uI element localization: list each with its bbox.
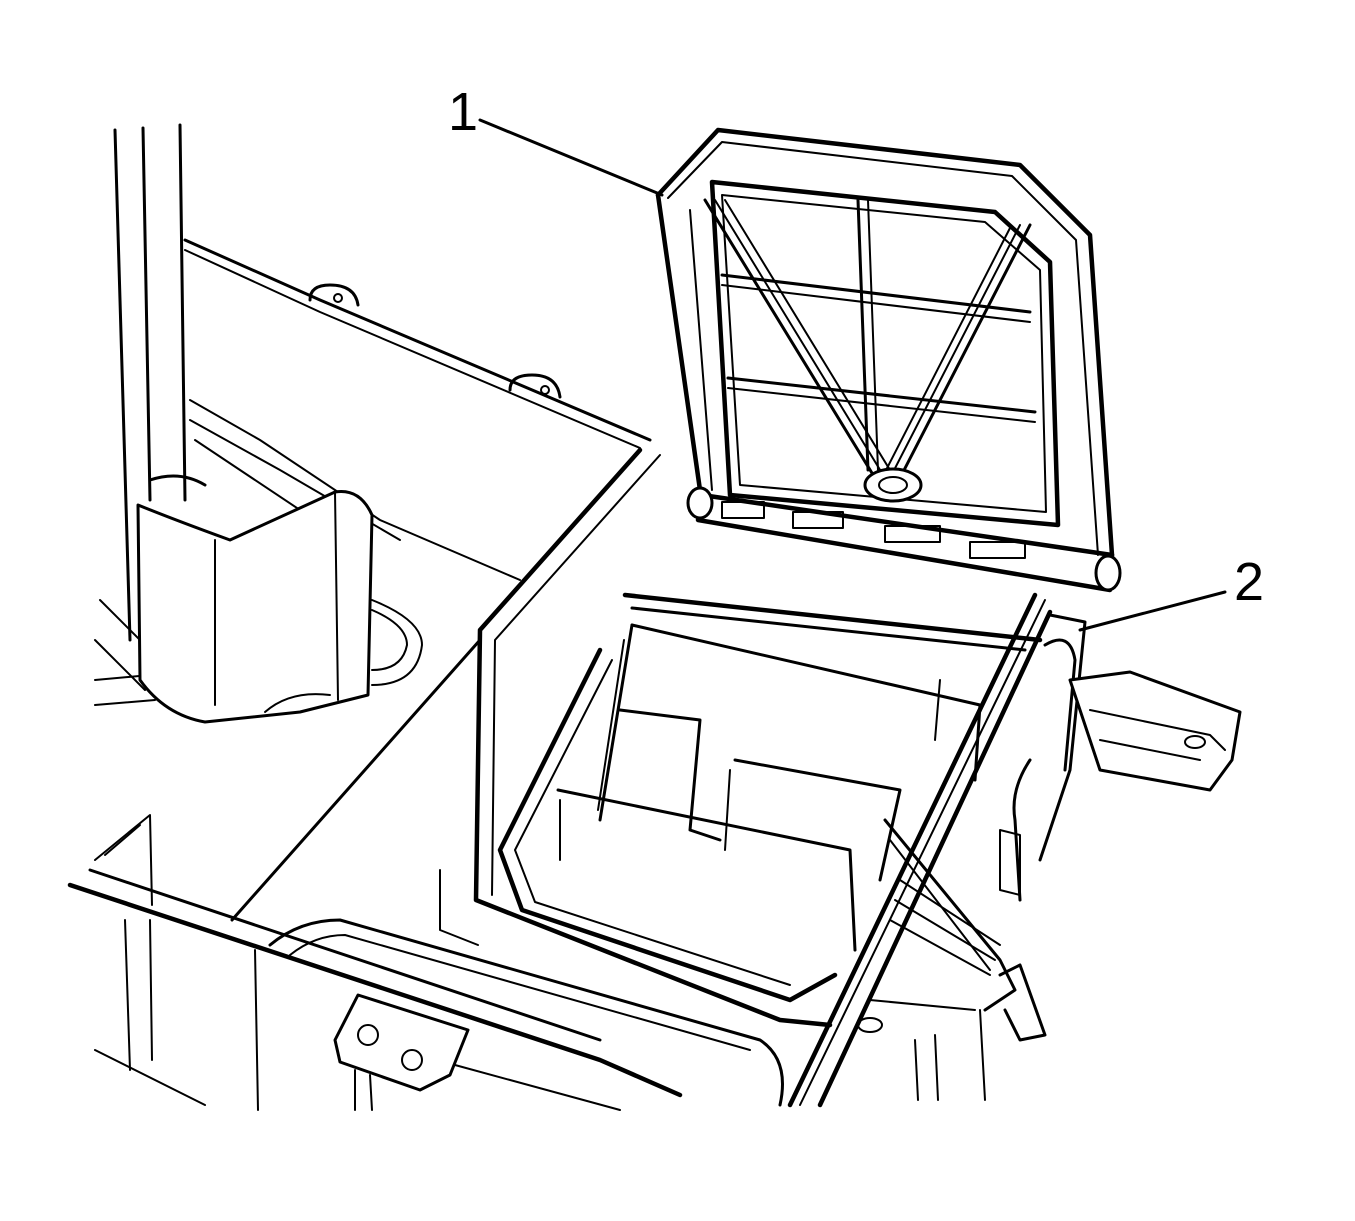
callout-2-leader: [1078, 590, 1227, 632]
callout-2-label: 2: [1234, 552, 1264, 612]
left-vertical-rods: [94, 123, 187, 706]
lower-housing: [67, 814, 784, 1111]
housing-top-plate: [183, 238, 652, 581]
left-bracket: [136, 474, 423, 724]
right-housing-frame: [787, 592, 1242, 1108]
callout-leaders: [478, 118, 1227, 632]
callout-1-leader: [478, 118, 664, 197]
callout-1-label: 1: [448, 82, 478, 142]
filter-door: [655, 127, 1122, 593]
